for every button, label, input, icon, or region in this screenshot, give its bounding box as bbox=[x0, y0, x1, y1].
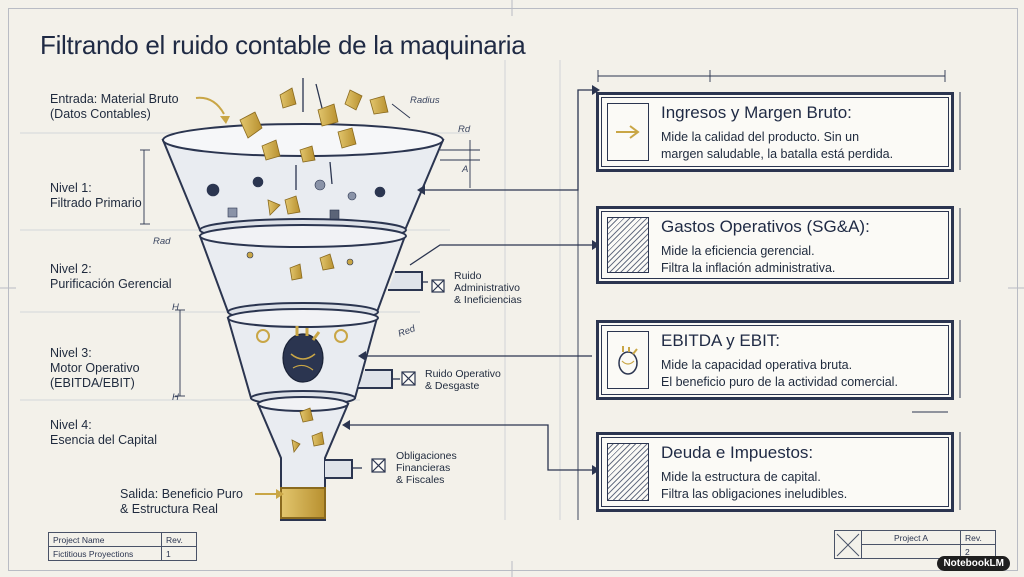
box-gastos: Gastos Operativos (SG&A): Mide la eficie… bbox=[596, 206, 954, 284]
label-level2: Nivel 2: Purificación Gerencial bbox=[50, 262, 172, 292]
dim-rd: Rd bbox=[458, 124, 470, 135]
rev-value: 1 bbox=[162, 547, 197, 561]
dim-rad: Rad bbox=[153, 236, 170, 247]
label-level3: Nivel 3: Motor Operativo (EBITDA/EBIT) bbox=[50, 346, 140, 391]
dim-h1: H bbox=[172, 302, 179, 313]
label-output: Salida: Beneficio Puro & Estructura Real bbox=[120, 487, 243, 517]
box-title: EBITDA y EBIT: bbox=[661, 331, 780, 351]
funnel-stage-2 bbox=[200, 225, 422, 321]
box-desc: Mide la capacidad operativa bruta. El be… bbox=[661, 357, 898, 391]
box-desc: Mide la calidad del producto. Sin un mar… bbox=[661, 129, 893, 163]
box-title: Gastos Operativos (SG&A): bbox=[661, 217, 870, 237]
output-obligations: Obligaciones Financieras & Fiscales bbox=[396, 450, 457, 486]
hatch-pattern bbox=[607, 443, 649, 501]
dim-radius: Radius bbox=[410, 95, 440, 106]
rev-label: Rev. bbox=[961, 531, 996, 545]
funnel-stage-1 bbox=[163, 124, 443, 241]
x-box-icon bbox=[835, 531, 862, 559]
dim-a: A bbox=[462, 164, 468, 175]
arrow-right-icon bbox=[607, 103, 649, 161]
hatch-pattern bbox=[607, 217, 649, 273]
project-value: Fictitious Proyections bbox=[49, 547, 162, 561]
page-title: Filtrando el ruido contable de la maquin… bbox=[40, 30, 525, 61]
label-level4: Nivel 4: Esencia del Capital bbox=[50, 418, 157, 448]
label-input: Entrada: Material Bruto (Datos Contables… bbox=[50, 92, 179, 122]
project-name-label: Project Name bbox=[49, 533, 162, 547]
box-ebitda: EBITDA y EBIT: Mide la capacidad operati… bbox=[596, 320, 954, 400]
heart-icon bbox=[607, 331, 649, 389]
output-admin-noise: Ruido Administrativo & Ineficiencias bbox=[454, 270, 522, 306]
box-ingresos: Ingresos y Margen Bruto: Mide la calidad… bbox=[596, 92, 954, 172]
box-desc: Mide la eficiencia gerencial. Filtra la … bbox=[661, 243, 835, 277]
box-title: Ingresos y Margen Bruto: bbox=[661, 103, 852, 123]
box-desc: Mide la estructura de capital. Filtra la… bbox=[661, 469, 847, 503]
rev-label: Rev. bbox=[162, 533, 197, 547]
notebooklm-watermark: NotebookLM bbox=[937, 556, 1010, 571]
box-deuda: Deuda e Impuestos: Mide la estructura de… bbox=[596, 432, 954, 512]
project-label: Project A bbox=[862, 531, 961, 545]
box-title: Deuda e Impuestos: bbox=[661, 443, 813, 463]
label-level1: Nivel 1: Filtrado Primario bbox=[50, 181, 142, 211]
output-operative-noise: Ruido Operativo & Desgaste bbox=[425, 368, 501, 392]
dim-h2: H bbox=[172, 392, 179, 403]
